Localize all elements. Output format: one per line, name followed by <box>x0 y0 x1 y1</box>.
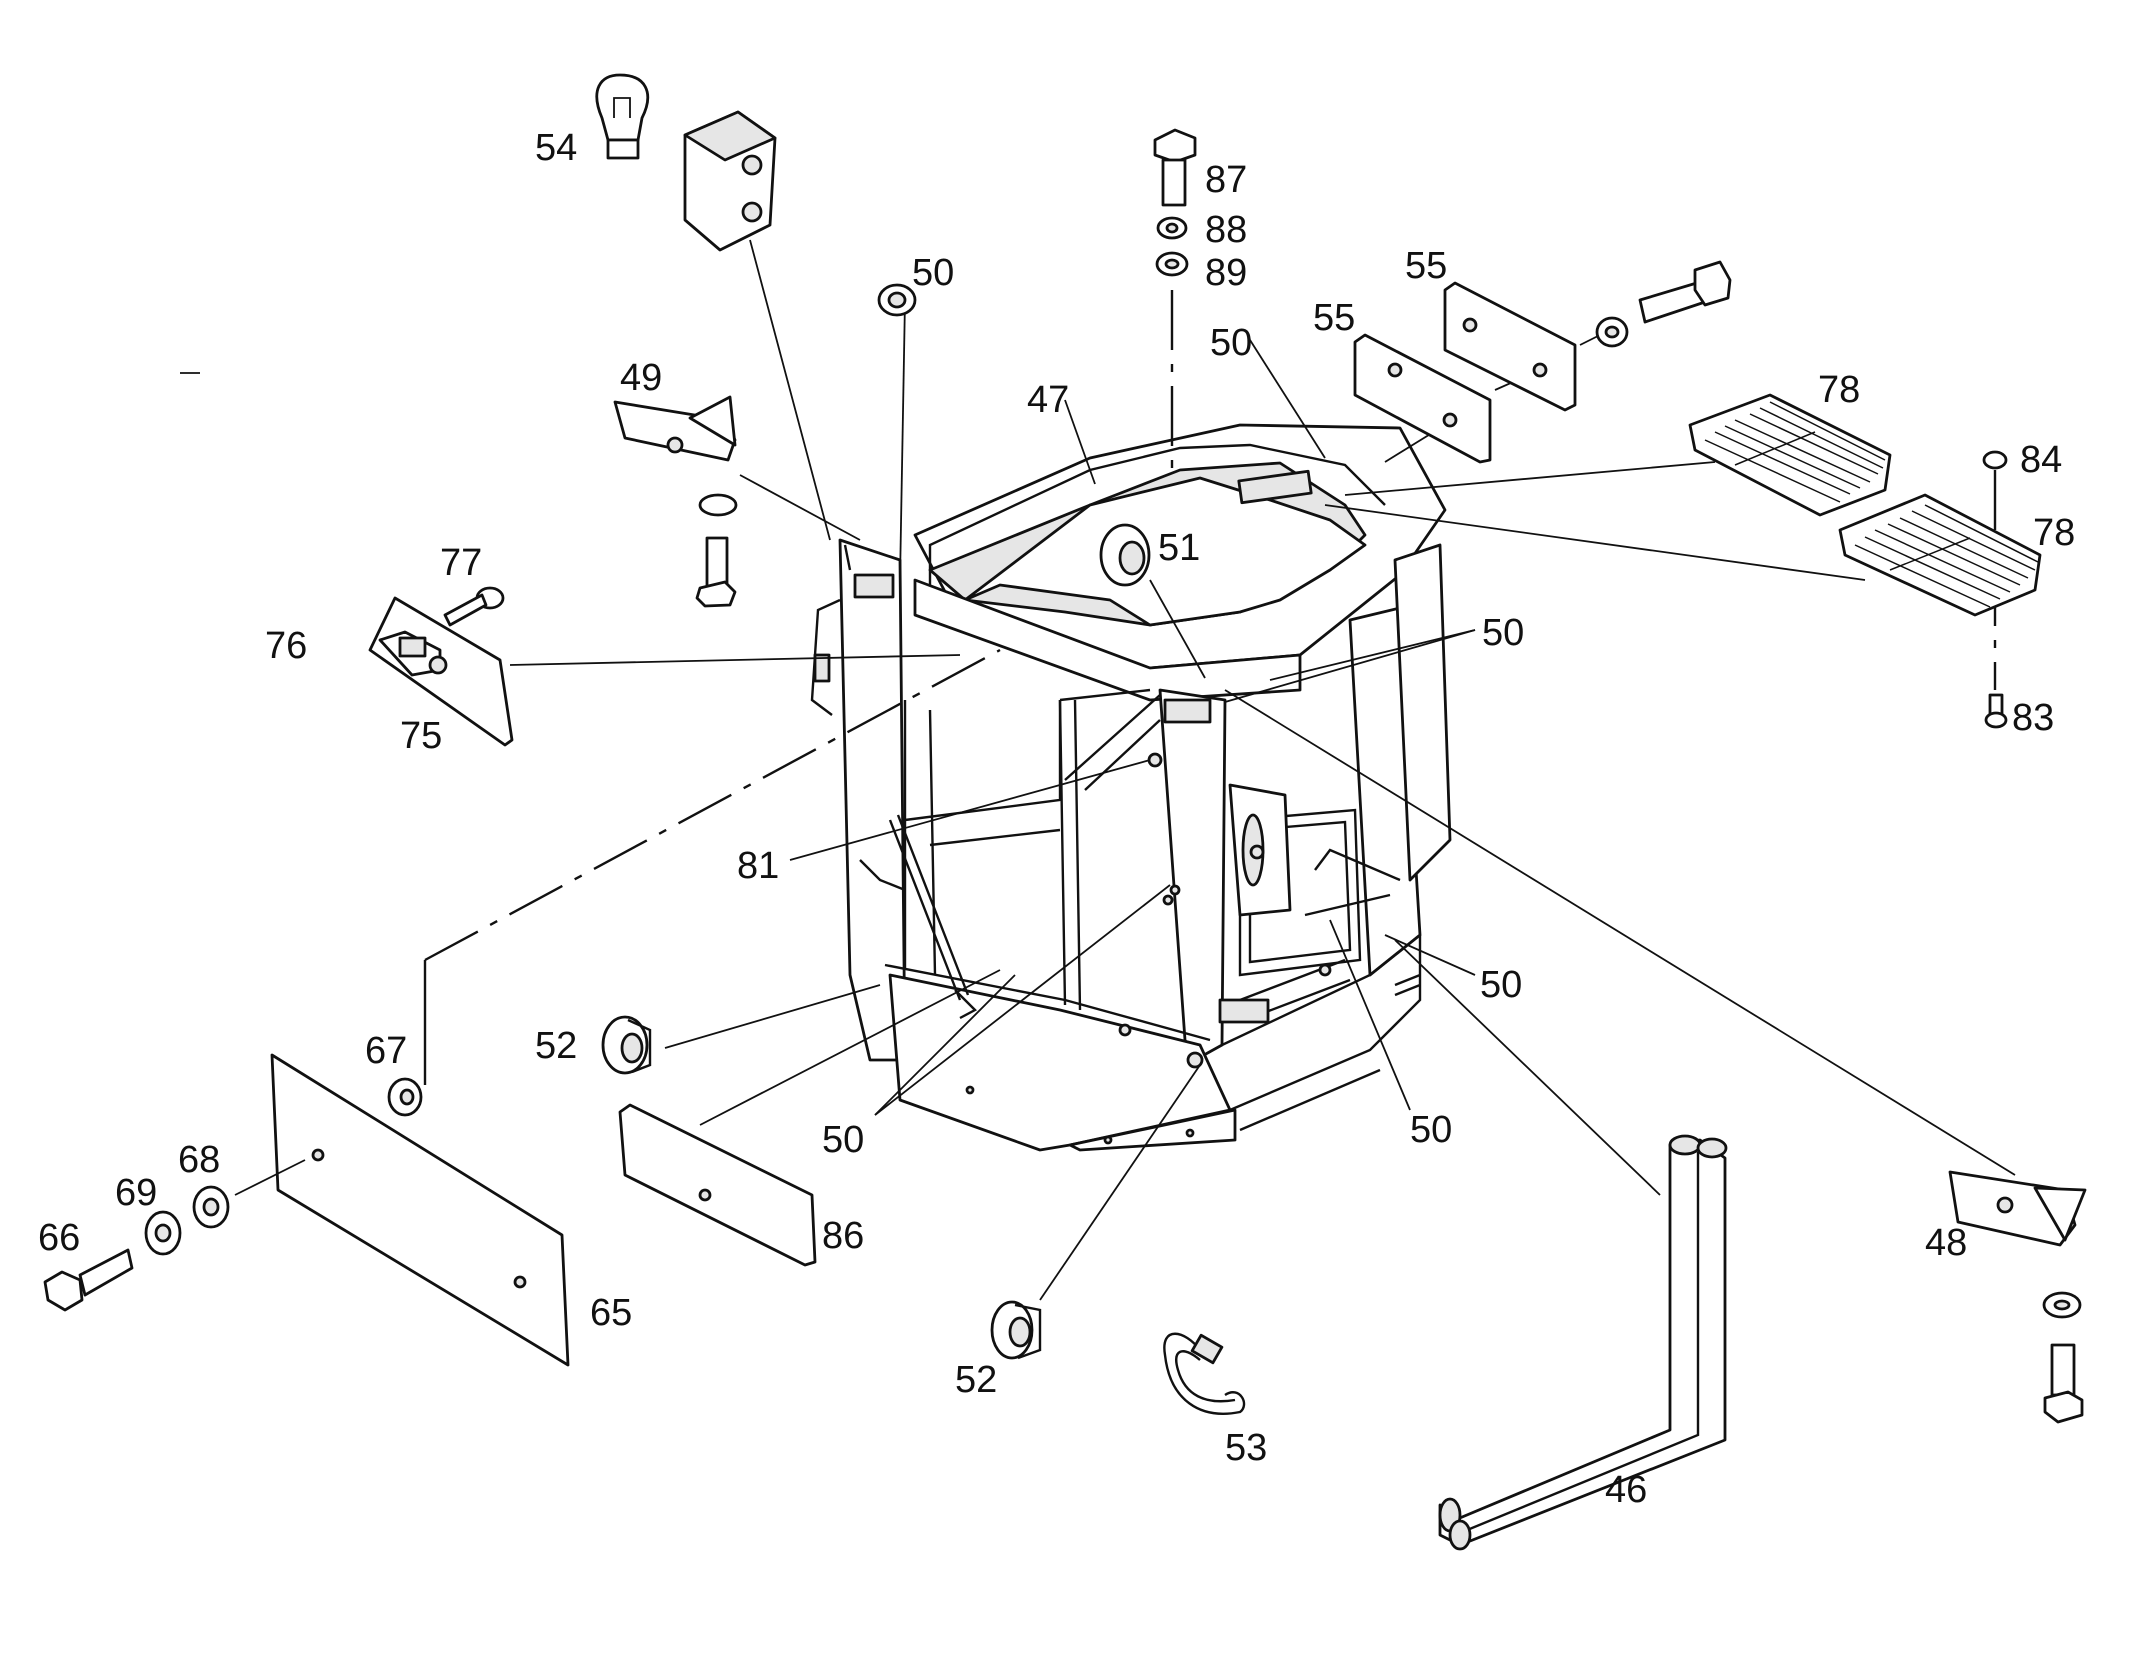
plate-86 <box>618 1103 817 1267</box>
plate-55-a <box>1353 333 1492 464</box>
bolt-49 <box>695 536 737 608</box>
callout-50: 50 <box>1210 322 1252 364</box>
callout-50: 50 <box>822 1119 864 1161</box>
light-housing <box>683 110 777 252</box>
front-header-beam <box>913 578 1302 702</box>
callout-66: 66 <box>38 1217 80 1259</box>
callout-65: 65 <box>590 1292 632 1334</box>
washer-55 <box>1595 316 1629 348</box>
callout-49: 49 <box>620 357 662 399</box>
callout-78: 78 <box>2033 512 2075 554</box>
center-front-post <box>1158 688 1227 1062</box>
callout-50: 50 <box>1410 1109 1452 1151</box>
callout-76: 76 <box>265 625 307 667</box>
washer-48 <box>2042 1291 2082 1319</box>
mirror-clamp-76 <box>378 630 448 677</box>
washer-84 <box>1982 450 2008 470</box>
nut-68 <box>192 1185 230 1229</box>
callout-75: 75 <box>400 715 442 757</box>
callout-87: 87 <box>1205 159 1247 201</box>
washer-88 <box>1156 216 1188 240</box>
callout-50: 50 <box>1480 964 1522 1006</box>
step-grate-78-top <box>1688 393 1892 517</box>
bolt-66 <box>43 1248 134 1312</box>
callout-52: 52 <box>955 1359 997 1401</box>
callout-69: 69 <box>115 1172 157 1214</box>
callout-84: 84 <box>2020 439 2062 481</box>
bolt-87 <box>1153 128 1197 207</box>
callout-77: 77 <box>440 542 482 584</box>
grommet-51 <box>1099 523 1151 587</box>
callout-68: 68 <box>178 1139 220 1181</box>
plate-55-b <box>1443 281 1577 412</box>
washer-67 <box>387 1077 423 1117</box>
washer-89 <box>1155 251 1189 277</box>
bracket-49 <box>613 395 737 462</box>
callout-89: 89 <box>1205 252 1247 294</box>
callout-55: 55 <box>1405 245 1447 287</box>
callout-labels: 54 50 87 88 89 55 55 50 47 49 78 84 78 5… <box>38 127 2075 1511</box>
screw-77 <box>443 586 505 627</box>
callout-55: 55 <box>1313 297 1355 339</box>
callout-81: 81 <box>737 845 779 887</box>
callout-83: 83 <box>2012 697 2054 739</box>
screw-83 <box>1984 693 2008 729</box>
callout-67: 67 <box>365 1030 407 1072</box>
grommet-52-left <box>601 1015 652 1075</box>
callout-78: 78 <box>1818 369 1860 411</box>
callout-50: 50 <box>912 252 954 294</box>
callout-52: 52 <box>535 1025 577 1067</box>
left-front-post <box>838 538 907 1062</box>
plate-65 <box>270 1053 570 1367</box>
washer-49 <box>698 493 738 517</box>
bracket-48 <box>1948 1170 2087 1247</box>
callout-86: 86 <box>822 1215 864 1257</box>
bolt-48 <box>2043 1343 2084 1424</box>
callout-47: 47 <box>1027 379 1069 421</box>
hose-46 <box>1438 1134 1728 1551</box>
callout-53: 53 <box>1225 1427 1267 1469</box>
grommet-52-bottom <box>990 1300 1042 1360</box>
bulb-54 <box>595 73 650 160</box>
callout-88: 88 <box>1205 209 1247 251</box>
bolt-55 <box>1638 260 1732 324</box>
cab-frame <box>810 423 1452 1152</box>
grommet-50-top <box>877 283 917 317</box>
callout-51: 51 <box>1158 527 1200 569</box>
callout-48: 48 <box>1925 1222 1967 1264</box>
callout-46: 46 <box>1605 1469 1647 1511</box>
roof-hatch <box>963 476 1367 627</box>
washer-69 <box>144 1210 182 1256</box>
hose-clamp-53 <box>1163 1332 1246 1415</box>
callout-54: 54 <box>535 127 577 169</box>
callout-50: 50 <box>1482 612 1524 654</box>
step-grate-78-bottom <box>1838 493 2042 617</box>
